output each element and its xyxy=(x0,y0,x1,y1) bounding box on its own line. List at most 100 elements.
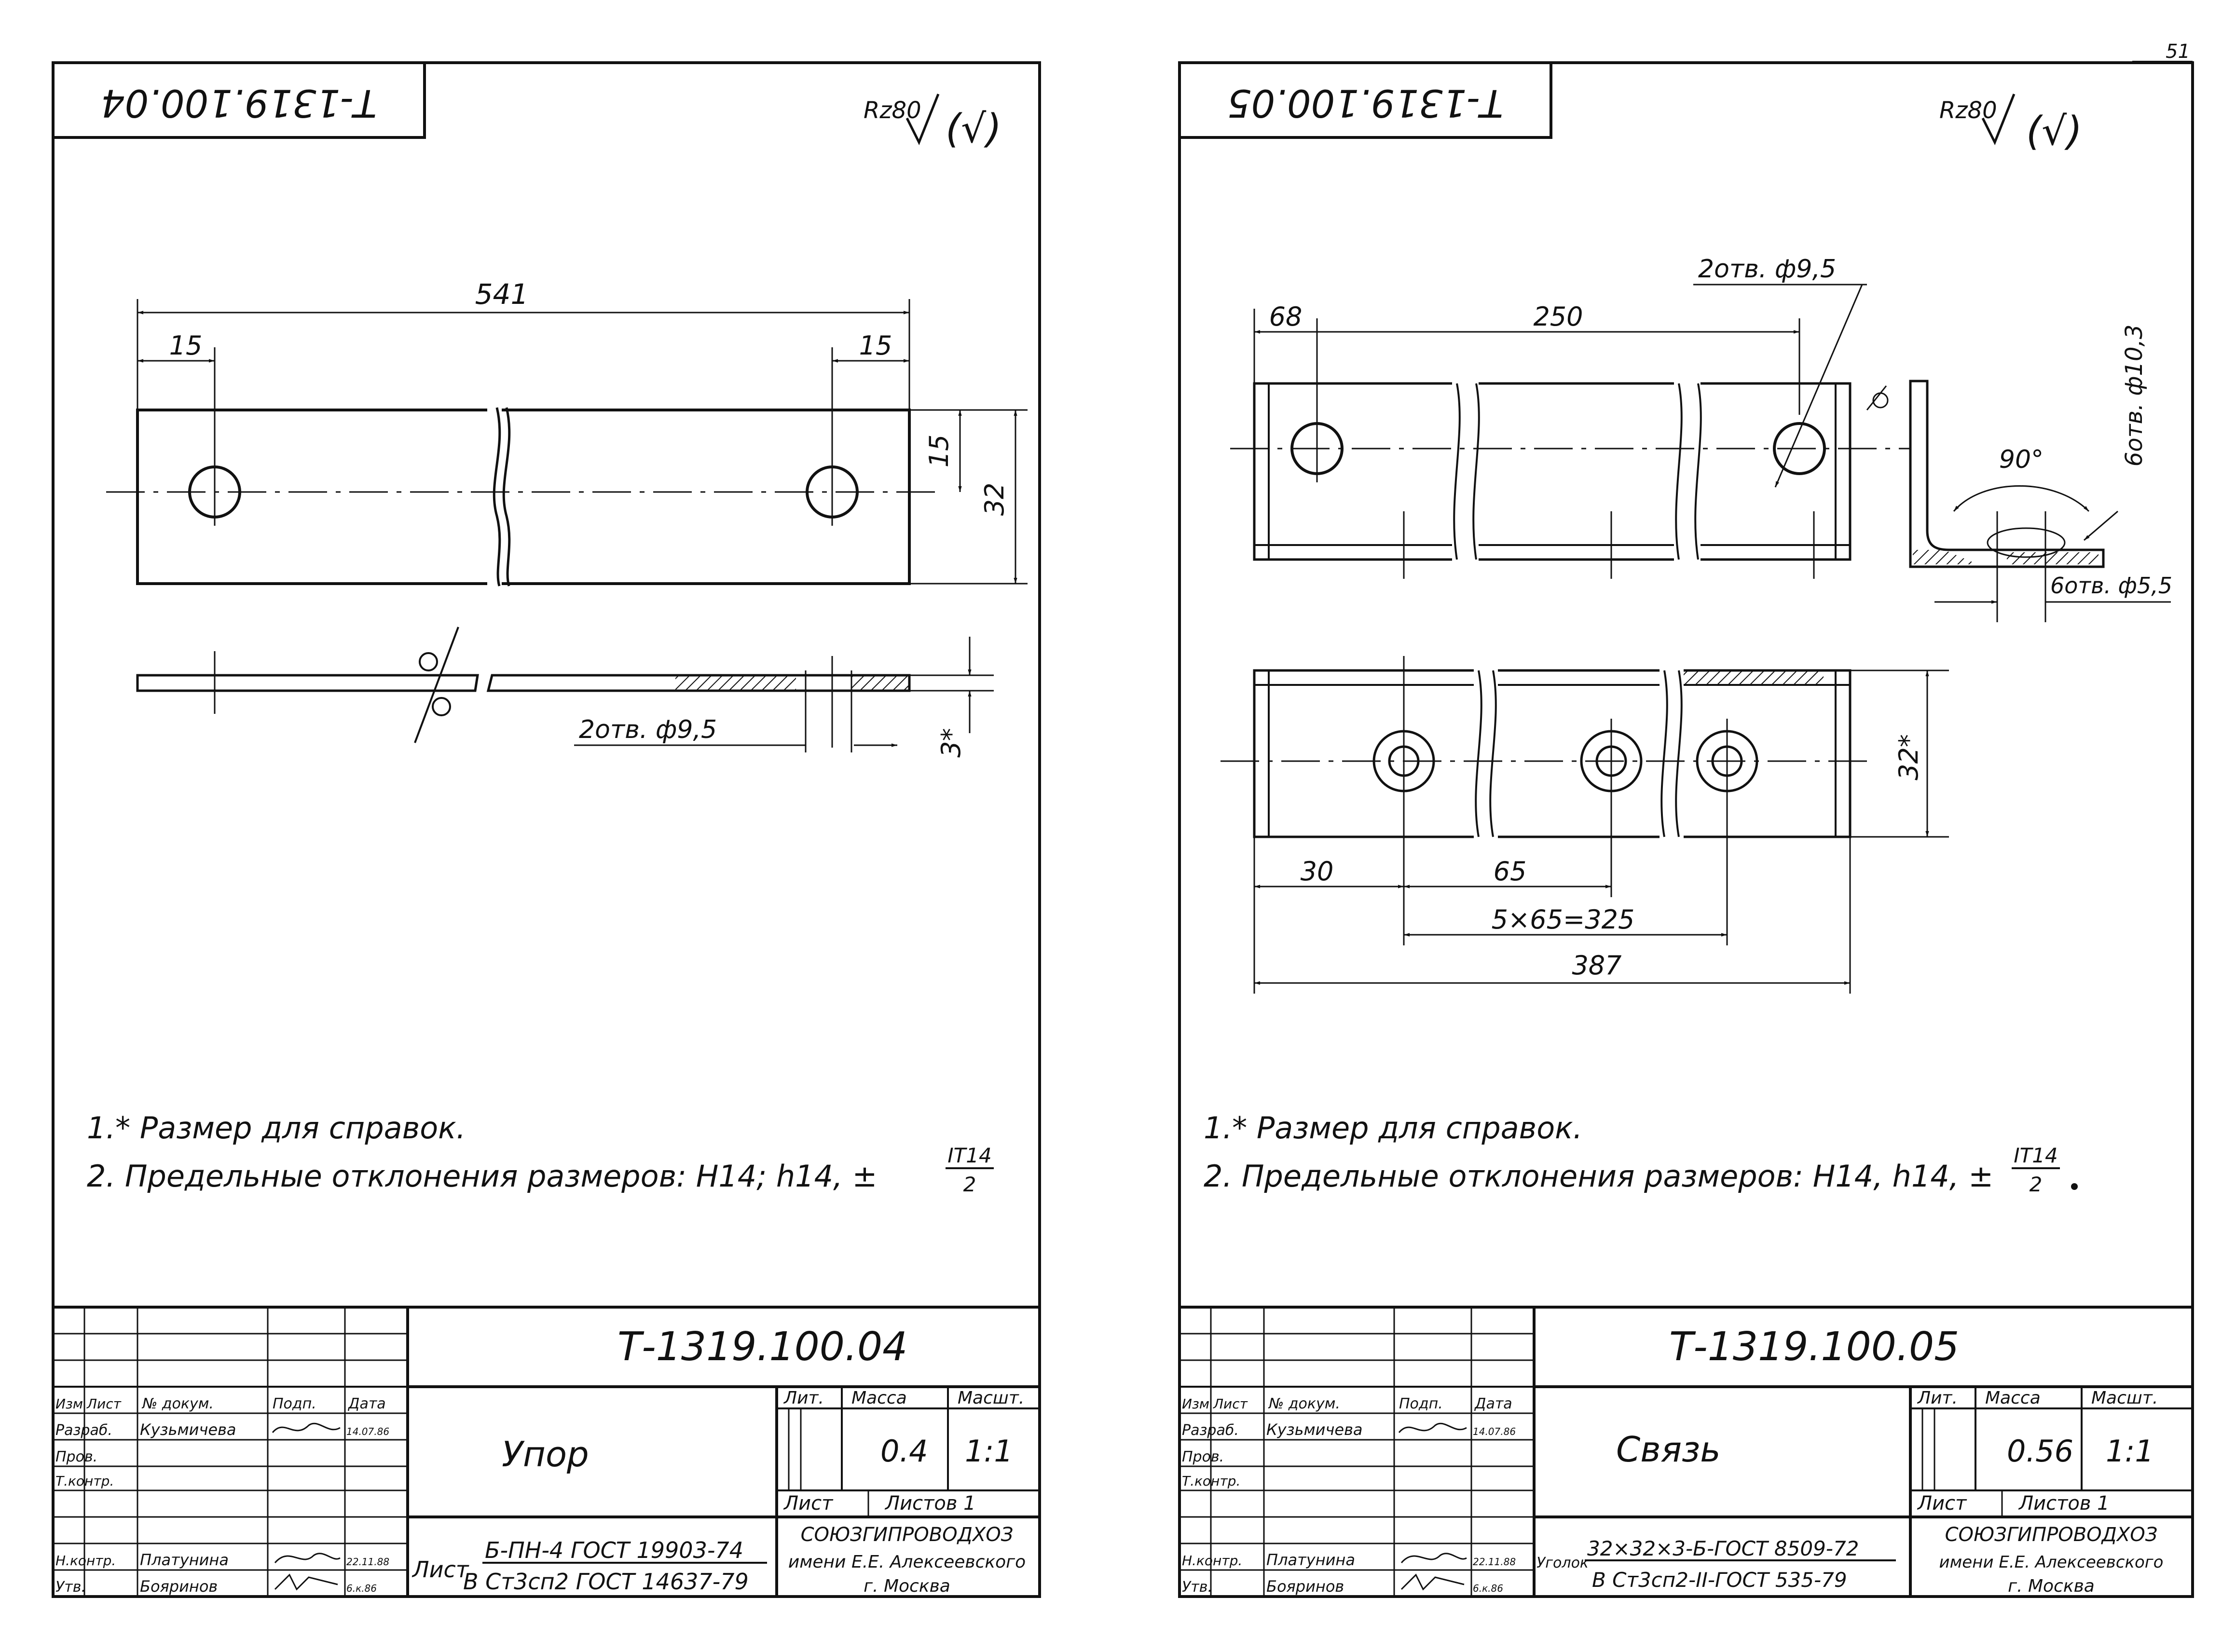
right-dim-68: 68 xyxy=(1269,301,1303,332)
svg-text:Масшт.: Масшт. xyxy=(2091,1388,2158,1408)
right-material-1: 32×32×3-Б-ГОСТ 8509-72 xyxy=(1587,1537,1859,1560)
left-role-checker: Пров. xyxy=(55,1448,97,1465)
right-dim-holes-side: 6отв. ф10,3 xyxy=(2121,325,2148,467)
svg-text:Листов 1: Листов 1 xyxy=(2018,1492,2110,1515)
right-organization: СОЮЗГИПРОВОДХОЗ xyxy=(1945,1524,2158,1546)
svg-text:Лист: Лист xyxy=(86,1396,122,1412)
right-signature-1 xyxy=(1398,1422,1467,1433)
left-scale-value: 1:1 xyxy=(965,1434,1013,1469)
right-note-1: 1.* Размер для справок. xyxy=(1204,1110,1582,1146)
left-dim-holes: 2отв. ф9,5 xyxy=(579,715,717,744)
svg-text:Лит.: Лит. xyxy=(783,1388,824,1408)
svg-text:Rz80: Rz80 xyxy=(1939,97,1997,124)
right-mass-value: 0.56 xyxy=(2007,1434,2073,1469)
right-role-approved: Утв. xyxy=(1182,1579,1212,1596)
left-role-norm-control: Н.контр. xyxy=(55,1553,116,1569)
svg-text:(√): (√) xyxy=(2026,109,2082,154)
svg-text:IT14: IT14 xyxy=(2014,1144,2058,1167)
svg-text:№ докум.: № докум. xyxy=(141,1395,214,1412)
svg-text:Масшт.: Масшт. xyxy=(958,1388,1024,1408)
right-part-name: Связь xyxy=(1616,1429,1721,1470)
right-dim-65: 65 xyxy=(1494,856,1527,887)
svg-text:Масса: Масса xyxy=(851,1388,907,1408)
right-top-hole-2 xyxy=(1773,422,1826,475)
svg-text:22.11.88: 22.11.88 xyxy=(346,1556,389,1568)
right-signature-2 xyxy=(1400,1553,1467,1563)
left-notes: 1.* Размер для справок. 2. Предельные от… xyxy=(87,1110,994,1196)
page-number: 51 xyxy=(2166,41,2190,63)
svg-text:6.к.86: 6.к.86 xyxy=(1473,1583,1503,1594)
svg-text:Rz80: Rz80 xyxy=(864,97,921,124)
svg-text:Масса: Масса xyxy=(1985,1388,2041,1408)
svg-text:Подп.: Подп. xyxy=(273,1395,316,1412)
left-dim-hole-center: 15 xyxy=(924,435,954,468)
right-material-2: В Ст3сп2-II-ГОСТ 535-79 xyxy=(1592,1568,1847,1592)
svg-text:Изм: Изм xyxy=(1182,1396,1209,1412)
right-notes: 1.* Размер для справок. 2. Предельные от… xyxy=(1204,1110,2078,1196)
left-note-1: 1.* Размер для справок. xyxy=(87,1110,466,1146)
svg-text:Бояринов: Бояринов xyxy=(1266,1577,1344,1596)
svg-text:Кузьмичева: Кузьмичева xyxy=(1266,1420,1363,1439)
svg-text:Лист: Лист xyxy=(411,1556,469,1583)
left-signature-3 xyxy=(274,1573,338,1591)
right-dim-32: 32* xyxy=(1893,734,1924,780)
svg-text:Дата: Дата xyxy=(347,1395,386,1412)
svg-text:имени Е.Е. Алексеевского: имени Е.Е. Алексеевского xyxy=(1939,1553,2164,1572)
right-angle-section: 90° 6отв. ф5,5 6отв. ф10,3 xyxy=(1909,325,2172,622)
right-role-tech-control: Т.контр. xyxy=(1182,1473,1240,1489)
left-role-tech-control: Т.контр. xyxy=(55,1473,114,1489)
left-signature-2 xyxy=(274,1553,341,1563)
right-dim-250: 250 xyxy=(1533,301,1583,332)
left-dim-edge-right: 15 xyxy=(859,330,892,361)
left-material-1: Б-ПН-4 ГОСТ 19903-74 xyxy=(485,1537,743,1563)
left-stamp: Т-1319.100.04 xyxy=(101,81,377,124)
left-role-developer: Разраб. xyxy=(55,1422,112,1439)
right-note-2: 2. Предельные отклонения размеров: H14, … xyxy=(1204,1159,1993,1194)
left-material-2: В Ст3сп2 ГОСТ 14637-79 xyxy=(463,1569,749,1595)
left-sheet: Т-1319.100.04 Rz80 (√) 541 1 xyxy=(52,61,1041,1598)
right-dim-30: 30 xyxy=(1301,856,1334,887)
right-role-norm-control: Н.контр. xyxy=(1182,1553,1242,1569)
svg-text:(√): (√) xyxy=(946,106,1001,152)
right-role-developer: Разраб. xyxy=(1182,1422,1239,1439)
left-dim-thickness: 3* xyxy=(936,728,966,757)
svg-text:IT14: IT14 xyxy=(947,1144,992,1167)
right-dim-387: 387 xyxy=(1572,950,1621,981)
svg-text:Дата: Дата xyxy=(1474,1395,1512,1412)
right-stamp: Т-1319.100.05 xyxy=(1227,81,1503,124)
right-dim-holes-bottom: 6отв. ф5,5 xyxy=(2050,573,2172,599)
svg-text:14.07.86: 14.07.86 xyxy=(1473,1426,1516,1437)
left-part-name: Упор xyxy=(502,1434,589,1475)
svg-text:Изм: Изм xyxy=(55,1396,83,1412)
right-scale-value: 1:1 xyxy=(2106,1434,2154,1469)
svg-text:Листов 1: Листов 1 xyxy=(884,1492,976,1515)
right-angle-front-view: 32* 30 65 5×65=325 387 xyxy=(1221,656,1949,994)
svg-text:Кузьмичева: Кузьмичева xyxy=(140,1420,236,1439)
svg-text:имени Е.Е. Алексеевского: имени Е.Е. Алексеевского xyxy=(788,1552,1026,1572)
left-title-block: Изм Лист № докум. Подп. Дата Разраб. Про… xyxy=(52,1306,1041,1598)
left-note-2: 2. Предельные отклонения размеров: H14; … xyxy=(87,1159,877,1194)
right-role-checker: Пров. xyxy=(1182,1448,1224,1465)
left-plate-side-view: 3* 2отв. ф9,5 xyxy=(136,627,994,758)
right-roughness-mark: Rz80 (√) xyxy=(1939,94,2082,154)
left-doc-number: Т-1319.100.04 xyxy=(617,1324,907,1370)
right-dim-325: 5×65=325 xyxy=(1492,904,1635,935)
left-dim-edge-left: 15 xyxy=(169,330,203,361)
svg-text:№ докум.: № докум. xyxy=(1268,1395,1340,1412)
right-doc-number: Т-1319.100.05 xyxy=(1669,1324,1959,1370)
left-roughness-mark: Rz80 (√) xyxy=(864,94,1001,152)
right-title-block: Изм Лист № докум. Подп. Дата Разраб. Про… xyxy=(1178,1306,2194,1598)
svg-text:Платунина: Платунина xyxy=(1266,1551,1355,1569)
svg-text:Лист: Лист xyxy=(1213,1396,1248,1412)
left-role-approved: Утв. xyxy=(55,1579,86,1596)
svg-text:Лит.: Лит. xyxy=(1917,1388,1958,1408)
svg-text:Уголок: Уголок xyxy=(1536,1555,1589,1571)
svg-text:6.к.86: 6.к.86 xyxy=(346,1583,377,1594)
left-signature-1 xyxy=(272,1422,341,1433)
left-plate-plan-view xyxy=(106,405,941,588)
svg-text:Бояринов: Бояринов xyxy=(140,1577,218,1596)
svg-text:Лист: Лист xyxy=(783,1492,834,1515)
left-dimensions: 541 15 15 15 32 xyxy=(137,278,1028,585)
right-dim-angle: 90° xyxy=(1999,445,2044,474)
